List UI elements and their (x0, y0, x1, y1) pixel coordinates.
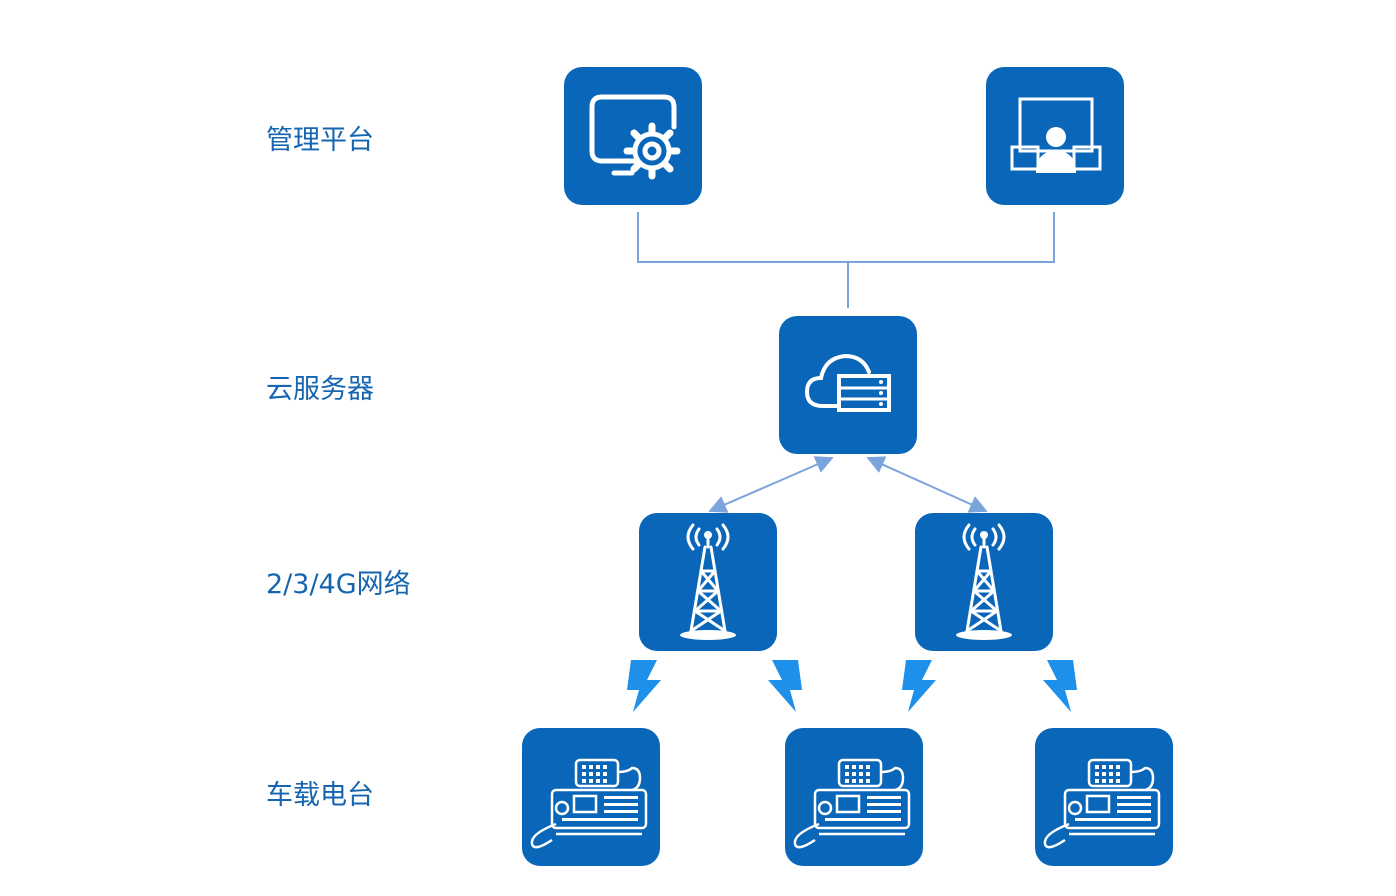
link-arrow-right (866, 456, 988, 513)
layer-label-cloud: 云服务器 (266, 374, 374, 405)
link-arrow-left (708, 456, 834, 513)
cell-tower-icon (680, 523, 736, 640)
lightning-icon (902, 660, 936, 712)
monitor-gear-icon (589, 94, 681, 180)
vehicle-radio-icon (793, 758, 911, 849)
vehicle-radio-icon (530, 758, 648, 849)
lightning-icon (627, 660, 661, 712)
base-station-1-node (639, 513, 777, 651)
tree-connector (637, 212, 1055, 308)
platform-admin-node (564, 67, 702, 205)
cloud-server-icon (804, 353, 891, 412)
platform-dispatch-node (986, 67, 1124, 205)
cloud-server-node (779, 316, 917, 454)
lightning-icon (768, 660, 802, 712)
lightning-icon (1043, 660, 1077, 712)
layer-label-network: 2/3/4G网络 (266, 569, 411, 600)
vehicle-radio-icon (1043, 758, 1161, 849)
cell-tower-icon (956, 523, 1012, 640)
radio-2-node (785, 728, 923, 866)
radio-1-node (522, 728, 660, 866)
radio-3-node (1035, 728, 1173, 866)
layer-label-management: 管理平台 (266, 125, 374, 156)
layer-label-radio: 车载电台 (266, 780, 374, 811)
dispatch-console-icon (1010, 97, 1102, 173)
base-station-2-node (915, 513, 1053, 651)
